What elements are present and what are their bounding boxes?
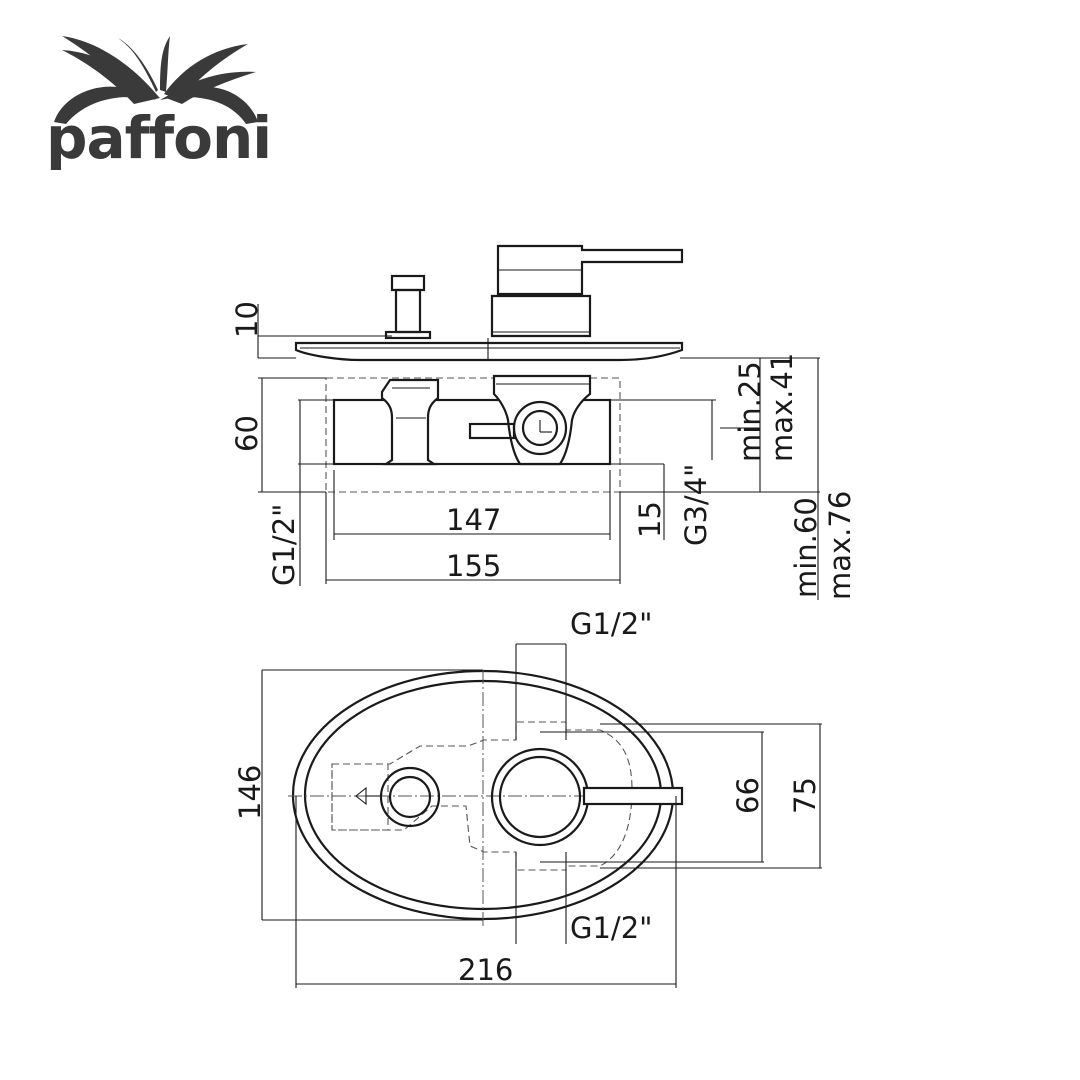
depth-min-60: min.60 — [789, 497, 823, 598]
body-dashed-outline — [325, 377, 621, 493]
dim-width-147: 147 — [446, 503, 501, 537]
mixer-handle-inner — [498, 755, 582, 839]
dim-outlet-offset: 15 — [633, 501, 667, 538]
dim-inner-66: 66 — [731, 777, 765, 814]
dim-plate-thickness: 10 — [230, 301, 264, 338]
dim-height-146: 146 — [233, 765, 267, 820]
dim-width-155: 155 — [446, 549, 501, 583]
diverter-knob-outer — [379, 766, 441, 828]
brand-logo: paffoni — [46, 36, 272, 172]
diverter-knob-inner — [388, 775, 432, 819]
arrow-left-icon — [355, 786, 380, 806]
dim-inner-75: 75 — [788, 777, 822, 814]
fan-palm-logo-icon — [54, 36, 258, 124]
thread-top-label: G1/2" — [570, 607, 652, 641]
depth-max-41: max.41 — [765, 353, 799, 462]
lever-handle-side — [490, 244, 684, 338]
thread-bottom-label: G1/2" — [570, 911, 652, 945]
hidden-diverter-box — [331, 763, 389, 831]
depth-min-25: min.25 — [733, 361, 767, 462]
diverter-knob-side — [384, 274, 432, 340]
front-view: G1/2" G1/2" 146 216 66 75 — [233, 607, 822, 988]
thread-right-label: G3/4" — [679, 464, 713, 546]
dim-width-216: 216 — [458, 953, 513, 987]
side-right-dimensions — [610, 357, 820, 600]
lever-arm-front — [582, 786, 684, 806]
dim-body-height: 60 — [230, 415, 264, 452]
thread-left-label: G1/2" — [267, 504, 301, 586]
side-left-dimensions — [257, 304, 392, 586]
depth-max-76: max.76 — [823, 491, 857, 600]
mixer-handle-outer — [490, 747, 590, 847]
valve-body-side — [332, 374, 612, 466]
cover-plate-side — [294, 341, 684, 362]
side-bottom-dimensions — [325, 470, 621, 584]
side-view: 10 60 G1/2" 147 155 15 G3/4" min.25 max.… — [230, 244, 857, 600]
brand-wordmark: paffoni — [46, 104, 271, 172]
